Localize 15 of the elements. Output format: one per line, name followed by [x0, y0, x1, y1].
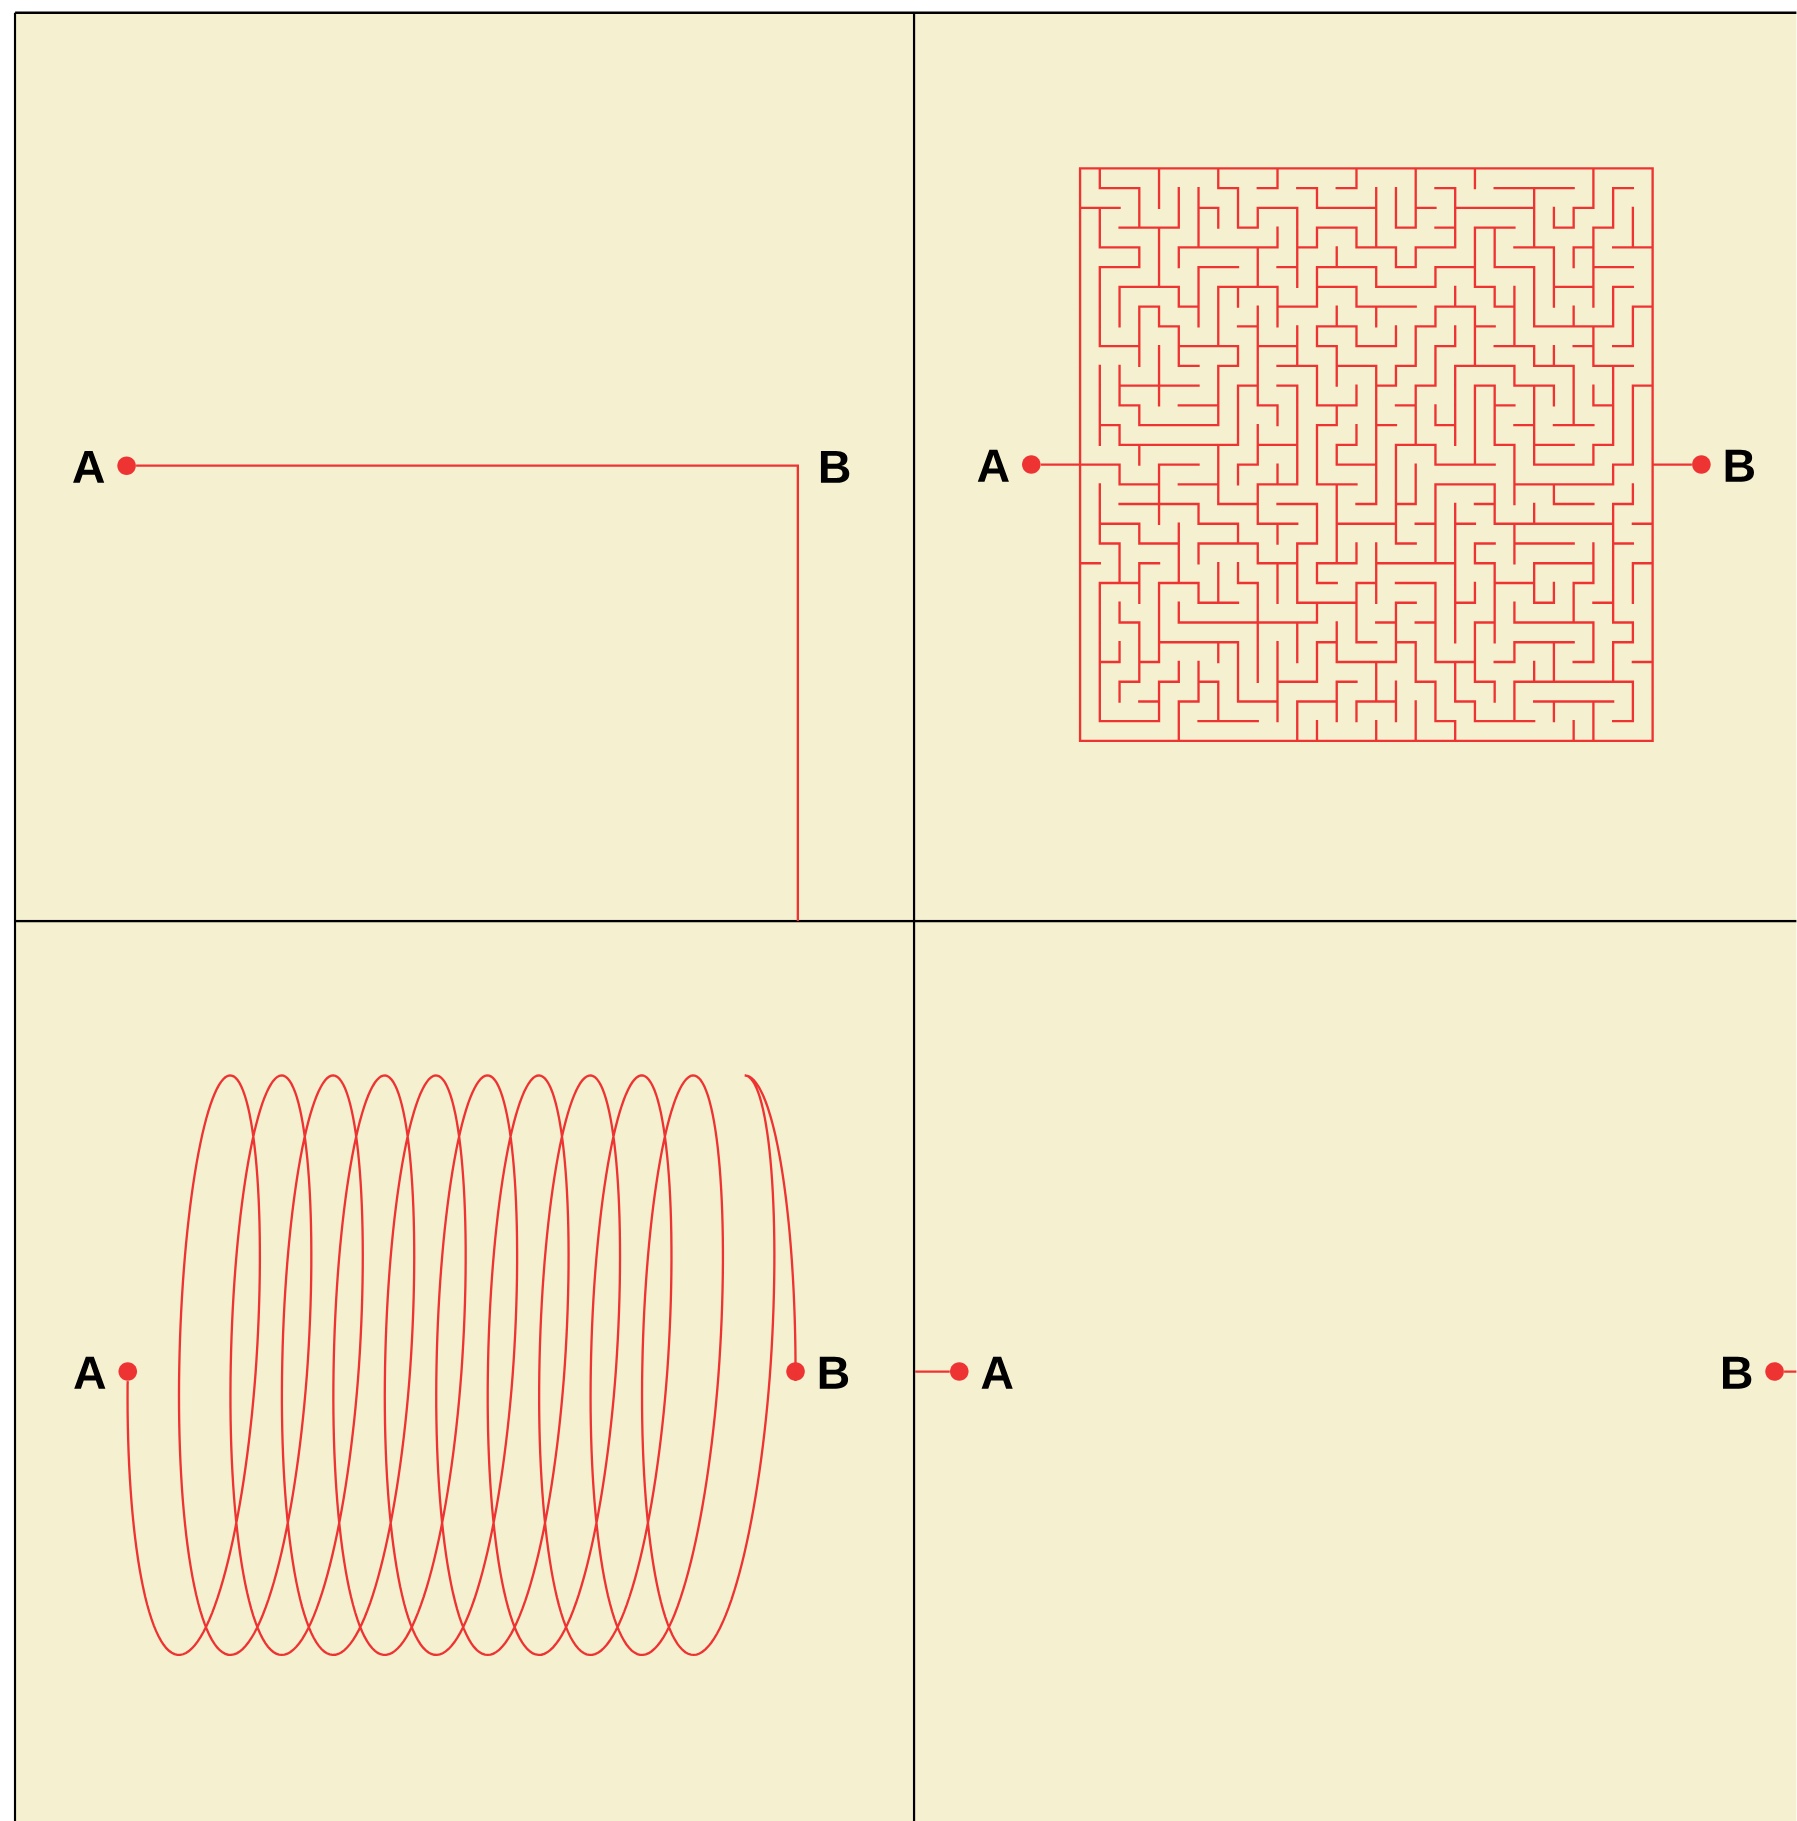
point-letter: B: [821, 450, 850, 483]
path-line: [1784, 1370, 1797, 1373]
maze-drawing: [1079, 167, 1654, 743]
point-letter: A: [977, 449, 1010, 482]
path-line: [1653, 463, 1693, 466]
path-line: [915, 1370, 950, 1373]
point-letter: A: [73, 450, 105, 483]
point-letter: A: [74, 1356, 106, 1389]
path-line: [136, 464, 800, 921]
point-letter: B: [1725, 449, 1755, 482]
point-letter: A: [981, 1356, 1013, 1389]
point-letter: B: [819, 1356, 849, 1389]
path-line: [126, 1074, 797, 1657]
point-letter: B: [1723, 1356, 1752, 1389]
path-line: [1041, 463, 1081, 466]
